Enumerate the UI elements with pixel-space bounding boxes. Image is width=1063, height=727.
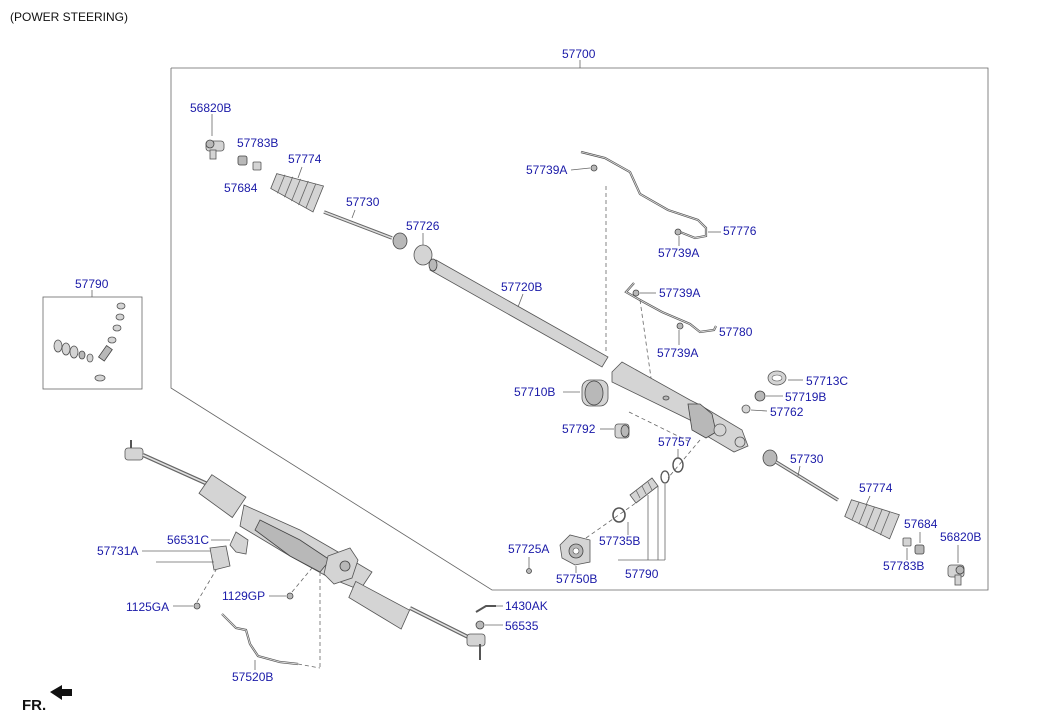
section-header: (POWER STEERING) (10, 10, 128, 24)
label-nut-r[interactable]: 57783B (883, 559, 924, 573)
label-tube-a2[interactable]: 57739A (658, 246, 699, 260)
dashed-guide (639, 299, 653, 386)
label-oring-757[interactable]: 57757 (658, 435, 692, 449)
inner-rod-lower (762, 449, 839, 502)
label-boot-l[interactable]: 57774 (288, 152, 322, 166)
nut-left-part (237, 155, 248, 166)
label-tie-end-l[interactable]: 56820B (190, 101, 231, 115)
dashed-guide (297, 663, 321, 669)
nut-57719b-part (754, 390, 766, 402)
kit-seal-rings (53, 302, 126, 382)
label-clip-r[interactable]: 57684 (904, 517, 938, 531)
label-bracket-731[interactable]: 57731A (97, 544, 138, 558)
pinion-valve-part (612, 470, 670, 523)
boot-right (844, 499, 900, 540)
label-inner-rod-l[interactable]: 57730 (346, 195, 380, 209)
seal-inner (771, 374, 783, 382)
kit-box (42, 296, 143, 390)
clip-left-part (252, 161, 262, 171)
tube-57776-part (580, 150, 708, 240)
label-tube-a3[interactable]: 57739A (659, 286, 700, 300)
label-clip-l[interactable]: 57684 (224, 181, 258, 195)
bolt-1129gp-part (286, 592, 294, 600)
label-kit-box[interactable]: 57790 (75, 277, 109, 291)
tie-rod-end-left (205, 114, 225, 160)
nut-right-part (914, 544, 925, 555)
bracket-57731a-part (209, 545, 231, 571)
rack-tube (428, 258, 609, 368)
oring-57757-part (672, 457, 684, 473)
bolt-1125ga-part (193, 602, 201, 610)
tube-fitting (590, 164, 598, 172)
label-bolt-725[interactable]: 57725A (508, 542, 549, 556)
tie-rod-end-right (947, 564, 965, 586)
dashed-guide (291, 567, 313, 593)
leader-line (351, 209, 356, 219)
label-tube-776[interactable]: 57776 (723, 224, 757, 238)
inner-rod-upper (323, 210, 408, 250)
label-kit-790[interactable]: 57790 (625, 567, 659, 581)
label-ring-792[interactable]: 57792 (562, 422, 596, 436)
label-tube-780[interactable]: 57780 (719, 325, 753, 339)
dashed-guide (585, 499, 641, 539)
leader-line (797, 465, 801, 477)
label-boot-r[interactable]: 57774 (859, 481, 893, 495)
leader-line (865, 495, 871, 506)
dashed-guide (667, 439, 701, 479)
assembly-outline (170, 67, 989, 591)
label-bracket-531[interactable]: 56531C (167, 533, 209, 547)
plug-57762-part (741, 404, 751, 414)
leader-line (750, 409, 768, 412)
label-seal-713[interactable]: 57713C (806, 374, 848, 388)
label-seal-735[interactable]: 57735B (599, 534, 640, 548)
bracket-56531c-part (229, 531, 249, 555)
nut-56535-part (475, 620, 485, 630)
tube-fitting (632, 289, 640, 297)
leader-line (297, 166, 303, 179)
leader-line (570, 167, 591, 171)
label-bolt-129[interactable]: 1129GP (222, 589, 265, 603)
label-bolt-1430[interactable]: 1430AK (505, 599, 548, 613)
label-assembly[interactable]: 57700 (562, 47, 596, 61)
tube-highlight (580, 151, 707, 239)
dashed-guide (628, 411, 691, 443)
direction-label: FR. (22, 697, 46, 714)
bolt-1430ak-part (475, 605, 496, 613)
label-bush-a[interactable]: 57726 (406, 219, 440, 233)
rack-housing (611, 361, 749, 453)
ring-57792-part (614, 423, 630, 439)
label-nut-l[interactable]: 57783B (237, 136, 278, 150)
hose-highlight (221, 613, 299, 665)
pinion-cover-part (559, 534, 591, 566)
steering-gear-assembly (124, 440, 486, 660)
housing-bush-part (581, 379, 609, 407)
label-nut-535[interactable]: 56535 (505, 619, 539, 633)
boot-left-upper (270, 173, 325, 213)
label-rack[interactable]: 57720B (501, 280, 542, 294)
label-inner-rod-r[interactable]: 57730 (790, 452, 824, 466)
tube-fitting (676, 322, 684, 330)
label-hose-520[interactable]: 57520B (232, 670, 273, 684)
clip-right-part (902, 537, 912, 547)
leader-line (517, 293, 524, 308)
label-housing-bush[interactable]: 57710B (514, 385, 555, 399)
front-arrow-icon (50, 685, 72, 700)
label-pinion-750[interactable]: 57750B (556, 572, 597, 586)
tube-highlight (625, 282, 717, 333)
label-plug-762[interactable]: 57762 (770, 405, 804, 419)
dashed-guide (196, 569, 217, 603)
label-nut-719[interactable]: 57719B (785, 390, 826, 404)
tube-fitting (674, 228, 682, 236)
label-bolt-125[interactable]: 1125GA (126, 600, 169, 614)
label-tube-a4[interactable]: 57739A (657, 346, 698, 360)
bolt-57725a-part (526, 568, 532, 574)
label-tie-end-r[interactable]: 56820B (940, 530, 981, 544)
label-tube-a1[interactable]: 57739A (526, 163, 567, 177)
